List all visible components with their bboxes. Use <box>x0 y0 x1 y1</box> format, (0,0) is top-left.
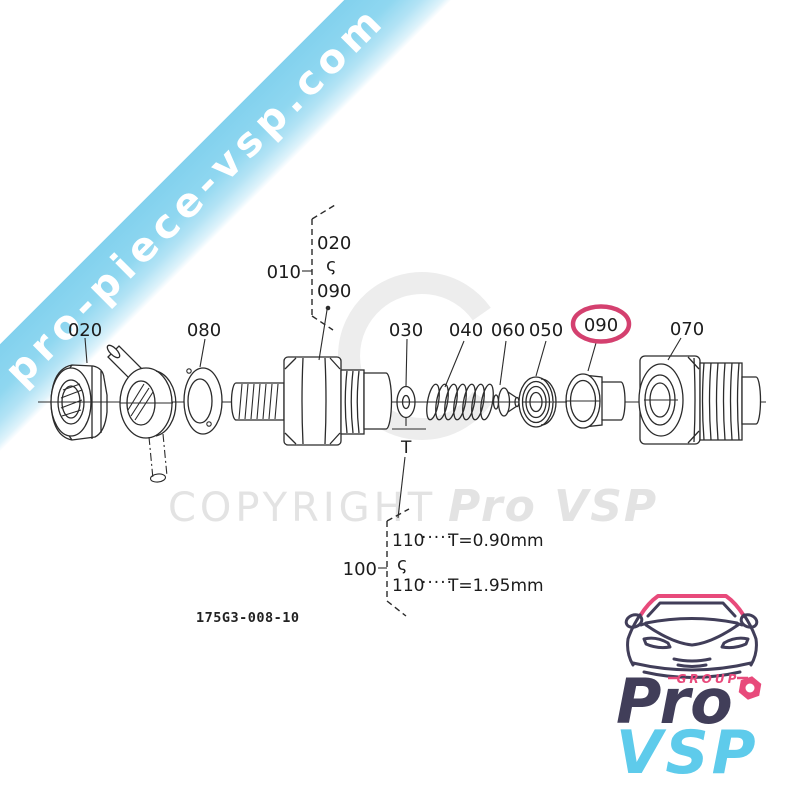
part-pipe-clamp <box>106 344 177 483</box>
part-label-080: 080 <box>187 320 221 341</box>
assembly-bracket: 010 020 ς 090 <box>267 204 351 331</box>
thickness-letter: T <box>400 438 412 458</box>
shim-row2-ref: 110 <box>392 576 424 596</box>
assembly-range-top: 020 <box>317 233 351 254</box>
part-label-060: 060 <box>491 320 525 341</box>
assembly-range-bottom: 090 <box>317 281 351 302</box>
shim-row1-ref: 110 <box>392 531 424 551</box>
part-shim-030 <box>396 385 416 419</box>
assembly-range-tilde: ς <box>326 255 337 276</box>
highlight-ellipse-090 <box>570 304 632 344</box>
copyright-watermark-word: COPYRIGHT <box>168 485 436 531</box>
hex-nut-icon <box>738 676 762 700</box>
part-seat-050 <box>518 376 557 428</box>
part-valve-060 <box>490 387 520 417</box>
part-label-070: 070 <box>670 319 704 340</box>
part-valve-holder-body <box>230 356 393 446</box>
logo-brand-bottom: VSP <box>616 718 759 788</box>
copyright-watermark-brand: Pro VSP <box>448 481 658 532</box>
part-label-040: 040 <box>449 320 483 341</box>
provsp-logo: GROUP Pro VSP <box>616 594 762 788</box>
logo-brand-top: Pro <box>616 665 733 738</box>
figure-code: 175G3-008-10 <box>196 610 300 626</box>
watermark-c-icon <box>338 272 491 440</box>
part-holder-090 <box>558 373 626 429</box>
shim-bracket-label: 100 <box>343 559 377 580</box>
part-nut-020 <box>49 364 108 441</box>
part-spring-040 <box>426 383 494 421</box>
logo-group-label: GROUP <box>677 672 740 686</box>
shim-row1-value: T=0.90mm <box>447 531 544 551</box>
leader-lines <box>84 305 682 388</box>
part-union-070 <box>638 355 762 445</box>
assembly-label: 010 <box>267 262 301 283</box>
part-label-090: 090 <box>584 315 618 336</box>
logo-group-row: GROUP <box>668 672 748 686</box>
part-label-050: 050 <box>529 320 563 341</box>
part-label-030: 030 <box>389 320 423 341</box>
shim-row2-dots: ····· <box>421 573 453 593</box>
part-washer-080 <box>183 367 223 435</box>
shim-bracket: 100 110 ····· T=0.90mm ς 110 ····· T=1.9… <box>343 508 544 617</box>
car-outline-icon <box>624 594 759 679</box>
shim-row2-value: T=1.95mm <box>447 576 544 596</box>
part-label-020: 020 <box>68 320 102 341</box>
copyright-watermark: COPYRIGHT Pro VSP <box>168 481 658 532</box>
shim-row1-dots: ····· <box>421 528 453 548</box>
thickness-marker: T <box>392 418 426 519</box>
shim-bracket-tilde: ς <box>397 554 408 575</box>
